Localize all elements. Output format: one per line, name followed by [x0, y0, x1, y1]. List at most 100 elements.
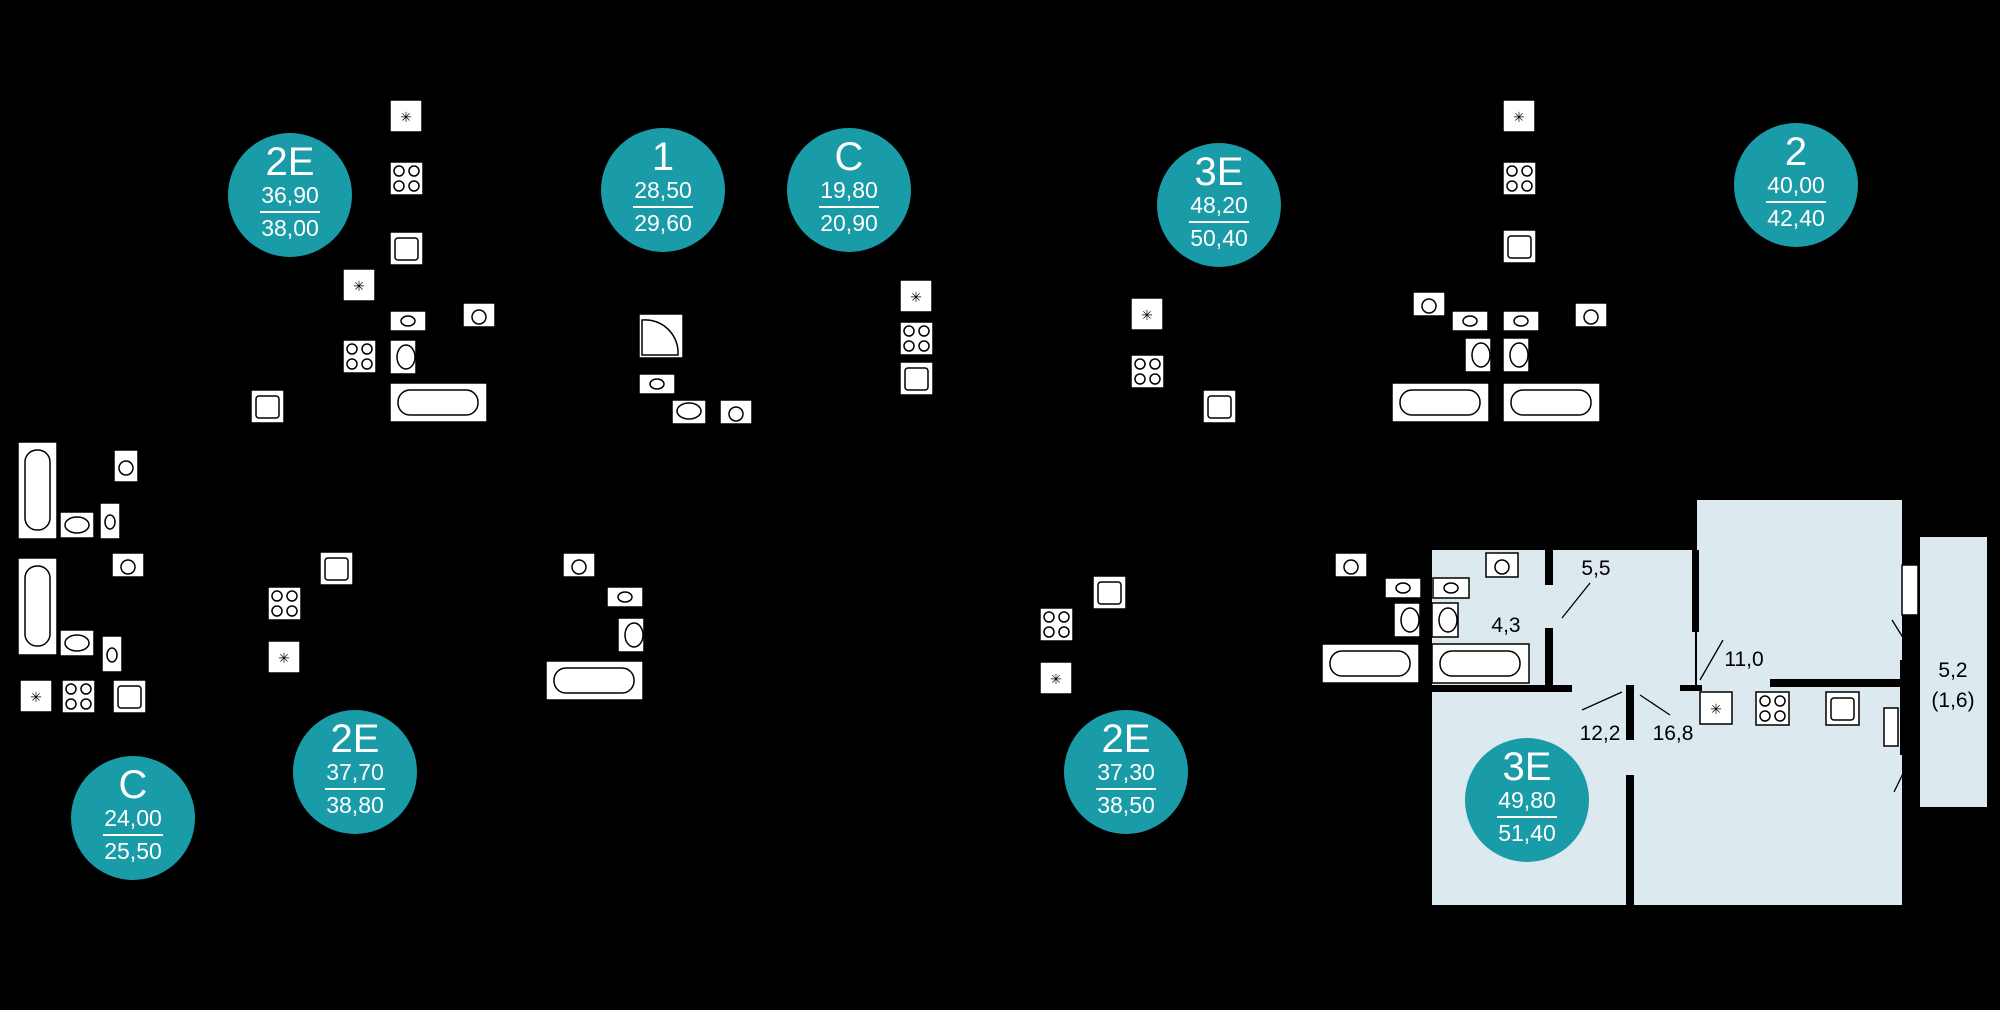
sink-icon	[1092, 575, 1127, 610]
wall	[1545, 628, 1553, 690]
washing-machine-icon	[1334, 552, 1368, 578]
living-area: 19,80	[820, 177, 878, 203]
leader-line	[1699, 639, 1724, 681]
stove-icon	[61, 679, 96, 714]
hood-icon: ✳	[19, 679, 53, 713]
svg-text:✳: ✳	[278, 650, 290, 666]
svg-text:✳: ✳	[1141, 307, 1153, 323]
toilet-icon	[101, 635, 123, 673]
svg-text:✳: ✳	[1710, 701, 1722, 717]
washing-machine-icon	[719, 399, 753, 425]
washing-machine-icon	[113, 449, 139, 483]
sink-icon	[319, 551, 354, 586]
svg-text:✳: ✳	[400, 109, 412, 125]
bathtub-icon	[1431, 643, 1530, 684]
total-area: 38,00	[261, 215, 319, 241]
toilet-icon	[1502, 310, 1540, 332]
toilet-icon	[1432, 577, 1470, 599]
washbasin-icon	[1431, 602, 1459, 638]
room-balcony	[1920, 537, 1987, 807]
living-area: 48,20	[1190, 192, 1248, 218]
stove-icon	[899, 321, 934, 356]
total-area: 38,80	[326, 792, 384, 818]
wall	[1900, 660, 1916, 755]
wall	[1626, 685, 1634, 740]
leader-line	[1581, 691, 1623, 711]
room-area-label: (1,6)	[1931, 689, 1974, 712]
washbasin-icon	[1464, 337, 1492, 373]
apartment-badge: 2E 37,70 38,80	[293, 710, 417, 834]
apartment-type: 2E	[331, 717, 380, 761]
apartment-badge: C 24,00 25,50	[71, 756, 195, 880]
toilet-icon	[606, 586, 644, 608]
apartment-type: 3E	[1195, 150, 1244, 194]
stove-icon	[1502, 161, 1537, 196]
hood-icon: ✳	[267, 640, 301, 674]
svg-text:✳: ✳	[30, 689, 42, 705]
living-area: 40,00	[1767, 172, 1825, 198]
total-area: 29,60	[634, 210, 692, 236]
total-area: 42,40	[1767, 205, 1825, 231]
washing-machine-icon	[462, 302, 496, 328]
toilet-icon	[638, 373, 676, 395]
room-area-label: 16,8	[1653, 722, 1694, 745]
hood-icon: ✳	[342, 268, 376, 302]
apartment-badge: 3E 49,80 51,40	[1465, 738, 1589, 862]
total-area: 25,50	[104, 838, 162, 864]
hood-icon: ✳	[389, 99, 423, 133]
svg-text:✳: ✳	[1050, 671, 1062, 687]
apartment-badge: 2 40,00 42,40	[1734, 123, 1858, 247]
bathtub-icon	[545, 660, 644, 701]
room-16-8	[1628, 690, 1698, 905]
radiator-icon	[1883, 707, 1899, 747]
room-area-label: 12,2	[1580, 722, 1621, 745]
wall	[1680, 685, 1702, 691]
washbasin-icon	[617, 617, 645, 653]
apartment-type: 2E	[266, 140, 315, 184]
sink-icon	[112, 679, 147, 714]
fixtures: ✳ ✳ ✳ ✳ ✳ ✳ ✳ ✳ ✳	[17, 99, 1860, 726]
sink-icon	[1825, 691, 1860, 726]
wall	[1626, 775, 1634, 905]
stove-icon	[389, 161, 424, 196]
apartment-type: 1	[652, 135, 674, 179]
living-area: 36,90	[261, 182, 319, 208]
living-area: 37,30	[1097, 759, 1155, 785]
bathtub-icon	[1321, 643, 1420, 684]
leader-line	[1893, 754, 1913, 793]
wall	[1692, 550, 1699, 632]
living-area: 24,00	[104, 805, 162, 831]
washbasin-icon	[389, 339, 417, 375]
leader-line	[1561, 582, 1591, 619]
washing-machine-icon	[1412, 291, 1446, 317]
wall	[1902, 500, 1918, 562]
stove-icon	[1130, 354, 1165, 389]
bathtub-icon	[389, 382, 488, 423]
sink-icon	[250, 389, 285, 424]
total-area: 20,90	[820, 210, 878, 236]
room-area-label: 5,5	[1581, 557, 1610, 580]
apartment-badge: C 19,80 20,90	[787, 128, 911, 252]
leader-line	[1891, 619, 1913, 653]
hood-icon: ✳	[1039, 661, 1073, 695]
washbasin-icon	[1393, 602, 1421, 638]
living-area: 37,70	[326, 759, 384, 785]
bathtub-icon	[1391, 382, 1490, 423]
washing-machine-icon	[562, 552, 596, 578]
washing-machine-icon	[1574, 302, 1608, 328]
sink-icon	[1202, 389, 1237, 424]
stove-icon	[267, 586, 302, 621]
stove-icon	[1039, 607, 1074, 642]
wall	[1770, 679, 1910, 687]
bathtub-icon	[1502, 382, 1601, 423]
toilet-icon	[1384, 577, 1422, 599]
sink-icon	[389, 231, 424, 266]
total-area: 50,40	[1190, 225, 1248, 251]
apartment-type: 2E	[1102, 717, 1151, 761]
shower-icon	[638, 313, 684, 359]
stove-icon	[1755, 691, 1790, 726]
svg-text:✳: ✳	[1513, 109, 1525, 125]
wall	[1902, 800, 1918, 905]
bathtub-icon	[17, 557, 58, 656]
svg-text:✳: ✳	[910, 289, 922, 305]
